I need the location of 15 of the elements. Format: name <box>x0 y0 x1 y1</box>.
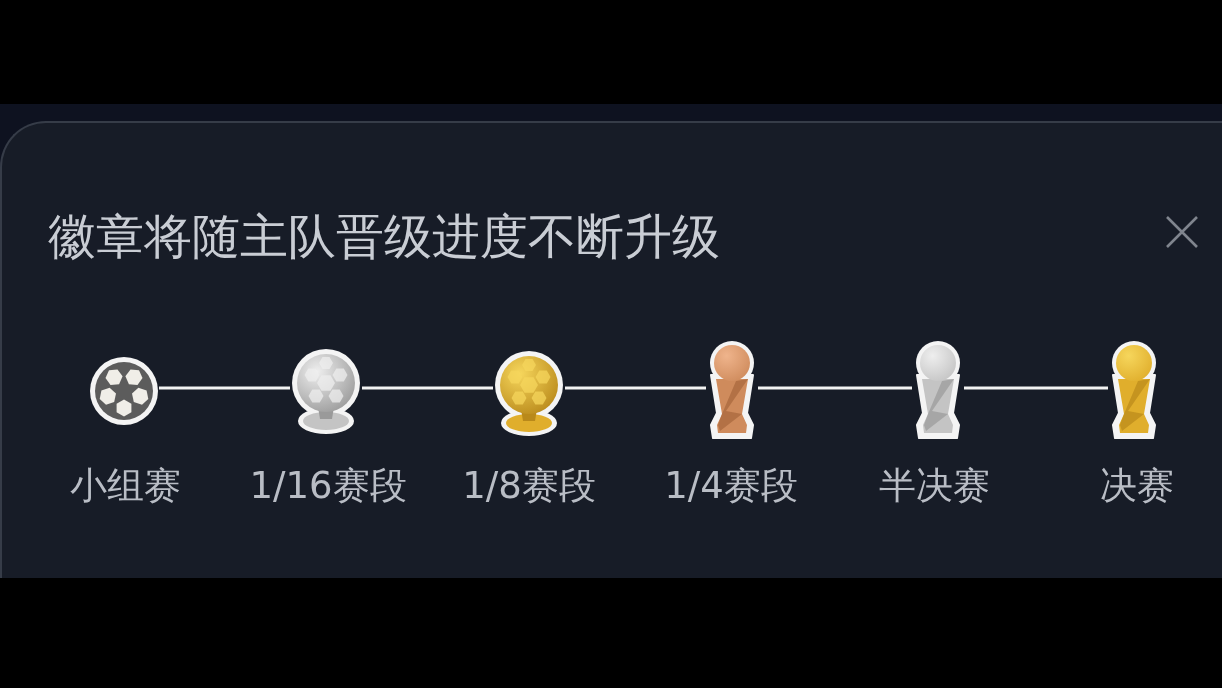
stage-label: 小组赛 <box>69 467 181 504</box>
stage-label: 半决赛 <box>878 467 990 504</box>
title: 徽章将随主队晋级进度不断升级 <box>48 212 720 260</box>
connector-line <box>362 386 493 390</box>
stage-label: 决赛 <box>1100 467 1174 504</box>
soccer-ball-icon <box>89 356 159 426</box>
ball-trophy-icon <box>290 349 362 435</box>
stage-label: 1/16赛段 <box>249 467 407 504</box>
ball-trophy-icon <box>493 351 565 437</box>
stage-label: 1/8赛段 <box>462 467 596 504</box>
connector-line <box>159 386 290 390</box>
stage-label: 1/4赛段 <box>664 467 798 504</box>
connector-line <box>964 386 1108 390</box>
connector-line <box>758 386 912 390</box>
connector-line <box>565 386 706 390</box>
